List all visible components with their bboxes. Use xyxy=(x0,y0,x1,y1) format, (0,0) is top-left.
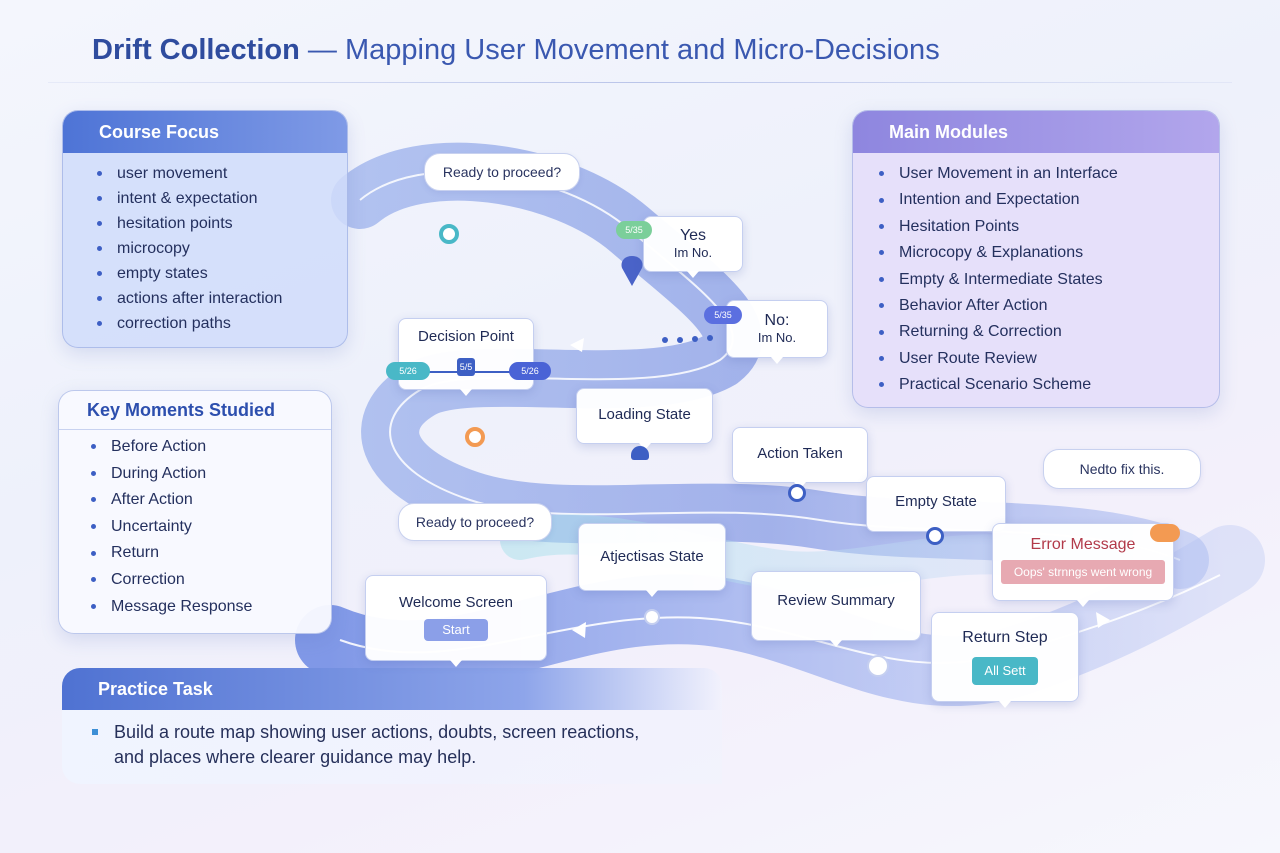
list-item: Empty & Intermediate States xyxy=(879,267,1219,293)
action-pin-icon xyxy=(788,484,806,502)
list-item: Message Response xyxy=(91,594,331,621)
empty-pin-icon xyxy=(926,527,944,545)
list-item: hesitation points xyxy=(97,211,347,236)
list-item: Intention and Expectation xyxy=(879,187,1219,213)
list-item: empty states xyxy=(97,261,347,286)
list-item: Practical Scenario Scheme xyxy=(879,372,1219,398)
main-modules-panel: Main Modules User Movement in an Interfa… xyxy=(852,110,1220,408)
adjective-state-card[interactable]: Atjectisas State xyxy=(578,523,726,597)
empty-state-title: Empty State xyxy=(895,493,977,510)
error-alert-text: Oops' strnngs went wrong xyxy=(1001,560,1165,584)
list-item: user movement xyxy=(97,161,347,186)
practice-task-panel: Practice Task Build a route map showing … xyxy=(62,668,722,784)
title-main: Drift Collection xyxy=(92,34,300,66)
decision-tag-left: 5/26 xyxy=(386,362,430,380)
list-item: actions after interaction xyxy=(97,286,347,311)
prompt-bubble-top: Ready to proceed? xyxy=(424,153,580,191)
list-item: Return xyxy=(91,540,331,567)
start-button[interactable]: Start xyxy=(424,619,488,641)
list-item: Before Action xyxy=(91,434,331,461)
error-badge-icon xyxy=(1150,524,1180,542)
list-item: correction paths xyxy=(97,311,347,336)
error-message-card[interactable]: Error Message Oops' strnngs went wrong xyxy=(992,523,1174,607)
list-item: User Route Review xyxy=(879,346,1219,372)
list-item: Correction xyxy=(91,567,331,594)
no-card-title: No: xyxy=(764,312,790,329)
practice-task-line-2: and places where clearer guidance may he… xyxy=(114,747,477,767)
yes-card-subtitle: Im No. xyxy=(673,245,713,260)
action-taken-card[interactable]: Action Taken xyxy=(732,427,868,489)
practice-task-line-1: Build a route map showing user actions, … xyxy=(114,722,640,742)
yes-card-title: Yes xyxy=(679,227,707,244)
key-moments-list: Before Action During Action After Action… xyxy=(59,430,331,620)
yes-card[interactable]: Yes Im No. xyxy=(643,216,743,278)
all-set-button[interactable]: All Sett xyxy=(972,657,1038,685)
return-step-card[interactable]: Return Step All Sett xyxy=(931,612,1079,708)
main-modules-list: User Movement in an Interface Intention … xyxy=(853,153,1219,399)
loading-state-title: Loading State xyxy=(598,406,691,423)
decision-point-title: Decision Point xyxy=(418,328,514,345)
main-modules-heading: Main Modules xyxy=(853,111,1219,153)
title-divider xyxy=(48,82,1232,83)
no-tag: 5/35 xyxy=(704,306,742,324)
review-summary-title: Review Summary xyxy=(777,592,895,609)
list-item: Behavior After Action xyxy=(879,293,1219,319)
adjective-state-title: Atjectisas State xyxy=(600,548,704,565)
list-item: Uncertainty xyxy=(91,514,331,541)
welcome-screen-title: Welcome Screen xyxy=(399,594,513,611)
page-title: Drift Collection — Mapping User Movement… xyxy=(92,34,940,67)
list-item: Hesitation Points xyxy=(879,214,1219,240)
key-moments-panel: Key Moments Studied Before Action During… xyxy=(58,390,332,634)
yes-tag: 5/35 xyxy=(616,221,652,239)
prompt-bubble-middle: Ready to proceed? xyxy=(398,503,552,541)
course-focus-list: user movement intent & expectation hesit… xyxy=(63,153,347,336)
list-item: After Action xyxy=(91,487,331,514)
error-message-title: Error Message xyxy=(1030,536,1136,553)
list-item: Microcopy & Explanations xyxy=(879,240,1219,266)
list-item: Returning & Correction xyxy=(879,319,1219,345)
return-step-title: Return Step xyxy=(962,629,1048,646)
practice-task-body: Build a route map showing user actions, … xyxy=(62,710,722,770)
review-summary-card[interactable]: Review Summary xyxy=(751,571,921,647)
list-item: microcopy xyxy=(97,236,347,261)
no-card-subtitle: Im No. xyxy=(757,330,797,345)
decision-tag-right: 5/26 xyxy=(509,362,551,380)
course-focus-heading: Course Focus xyxy=(63,111,347,153)
welcome-screen-card[interactable]: Welcome Screen Start xyxy=(365,575,547,667)
decision-tag-middle: 5/5 xyxy=(457,358,475,376)
action-taken-title: Action Taken xyxy=(757,445,843,462)
course-focus-panel: Course Focus user movement intent & expe… xyxy=(62,110,348,348)
loading-state-card[interactable]: Loading State xyxy=(576,388,713,450)
list-item: intent & expectation xyxy=(97,186,347,211)
title-subtitle: — Mapping User Movement and Micro-Decisi… xyxy=(307,34,940,66)
fix-bubble: Nedto fix this. xyxy=(1043,449,1201,489)
list-item: User Movement in an Interface xyxy=(879,161,1219,187)
no-card[interactable]: No: Im No. xyxy=(726,300,828,364)
key-moments-heading: Key Moments Studied xyxy=(59,391,331,430)
empty-state-card[interactable]: Empty State xyxy=(866,476,1006,538)
list-item: During Action xyxy=(91,461,331,488)
loading-pin-icon xyxy=(631,446,649,460)
practice-task-heading: Practice Task xyxy=(62,668,722,710)
